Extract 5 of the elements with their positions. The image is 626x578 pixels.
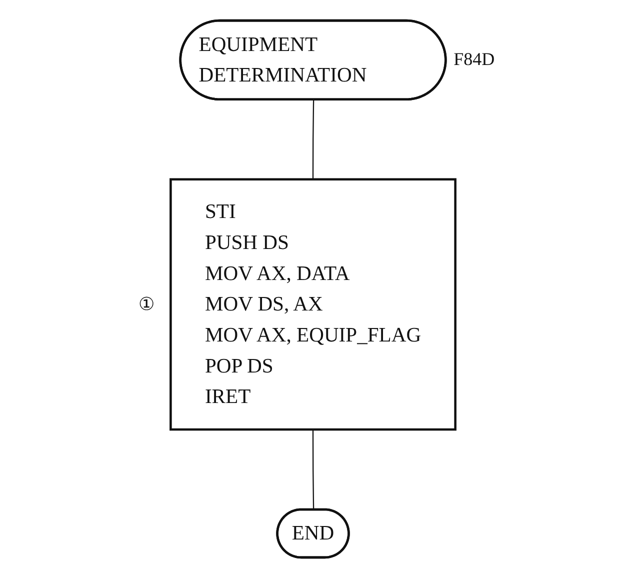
node-box: STI PUSH DS MOV AX, DATA MOV DS, AX MOV AX, EQUIP_FLAG POP DS IRET <box>170 178 456 431</box>
callout-number: ① <box>138 293 155 316</box>
connector <box>312 430 314 510</box>
address-label: F84D <box>454 49 495 70</box>
connector <box>312 100 314 180</box>
